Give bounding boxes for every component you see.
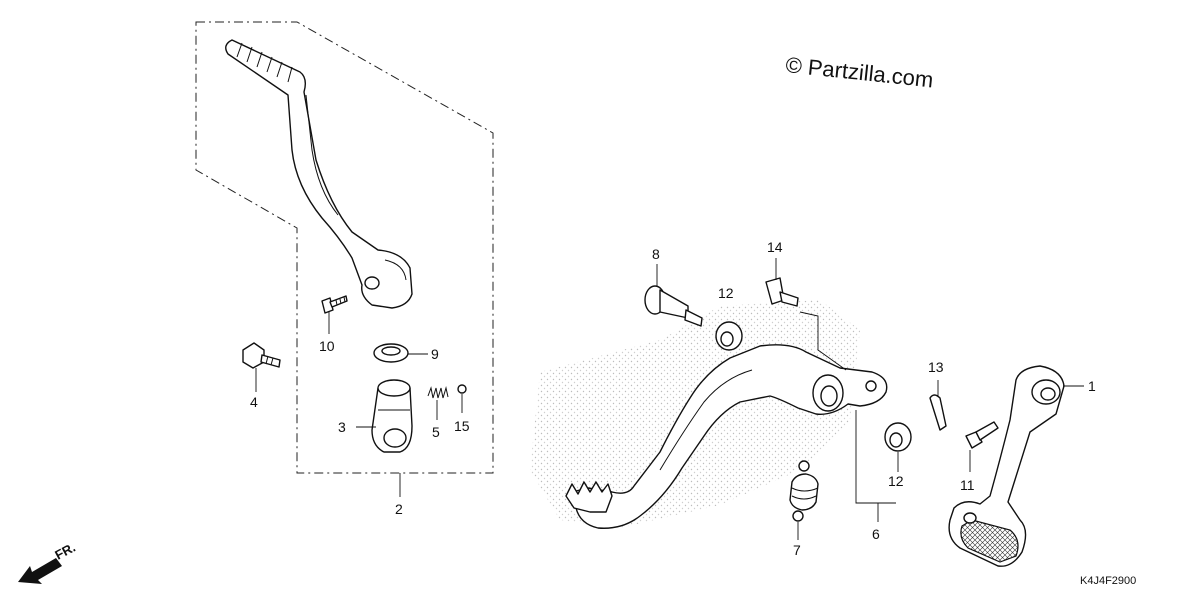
gearshift-pedal-tip [960,519,1019,563]
front-arrow: FR. [18,540,78,584]
gearshift-pedal [948,365,1065,567]
callout-8: 8 [652,246,660,262]
callout-9: 9 [431,346,439,362]
watermark-text: © Partzilla.com [784,52,934,92]
callout-15: 15 [454,418,470,434]
kick-starter-arm [225,39,413,309]
callout-12-upper: 12 [718,285,734,301]
ball-15 [457,384,467,394]
bolt-10 [321,295,348,314]
callout-14: 14 [767,239,783,255]
spring-5 [427,386,449,399]
bolt-4 [242,342,281,369]
leader-lines [255,258,1084,540]
callout-4: 4 [250,394,258,410]
callout-10: 10 [319,338,335,354]
ratchet-3 [371,379,413,453]
collar-12-upper [715,321,743,351]
callout-6: 6 [872,526,880,542]
cotter-pin-13 [929,394,947,431]
diagram-code: K4J4F2900 [1080,575,1136,587]
callout-12-lower: 12 [888,473,904,489]
callout-13: 13 [928,359,944,375]
callout-3: 3 [338,419,346,435]
callout-1: 1 [1088,378,1096,394]
bolt-11 [965,421,999,449]
callout-11: 11 [960,477,975,493]
front-arrow-icon [18,558,62,584]
callout-5: 5 [432,424,440,440]
callout-labels: 1 2 3 4 5 6 7 8 9 10 11 12 12 13 14 15 [250,239,1096,558]
watermark: © Partzilla.com [784,52,934,92]
pivot-bolt-8 [644,285,703,327]
brake-pedal [565,344,888,529]
seal-9 [373,343,409,363]
callout-2: 2 [395,501,403,517]
spring-7 [789,460,819,522]
clip-14 [765,277,799,307]
collar-12-lower [884,422,912,452]
kick-starter-assembly-outline [195,21,494,474]
callout-7: 7 [793,542,801,558]
